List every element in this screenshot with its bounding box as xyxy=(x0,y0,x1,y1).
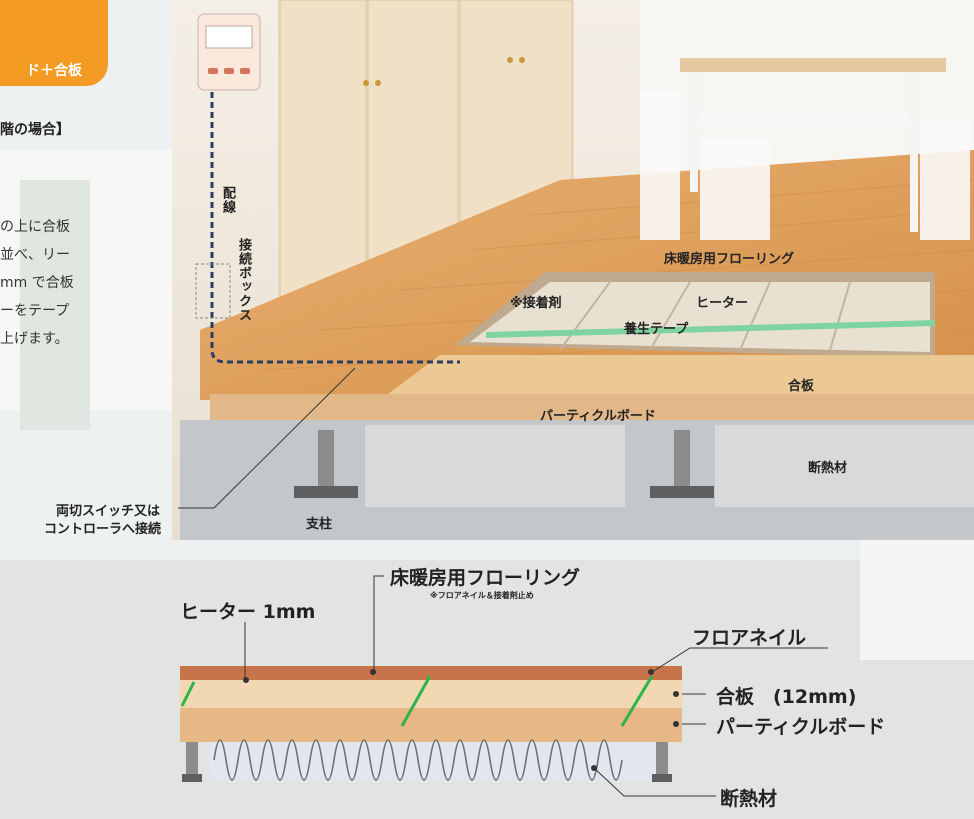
cs-insulation-label: 断熱材 xyxy=(720,788,778,810)
body-line: の上に合板 xyxy=(0,219,70,235)
heater-label: ヒーター xyxy=(696,296,749,311)
cs-plywood-label: 合板 (12mm) xyxy=(716,686,857,708)
junction-box-label: 接続ボックス xyxy=(236,238,251,322)
cross-section xyxy=(180,575,828,797)
cs-floor-nail-label: フロアネイル xyxy=(692,627,807,649)
wiring-label: 配線 xyxy=(220,186,235,214)
body-line: mm で合板 xyxy=(0,275,74,291)
body-line: ーをテープ xyxy=(0,303,70,319)
plywood-label: 合板 xyxy=(788,379,815,394)
flooring-label: 床暖房用フローリング xyxy=(664,252,795,267)
cs-flooring-note: ※フロアネイル＆接着剤止め xyxy=(430,591,534,600)
cs-heater-label: ヒーター 1mm xyxy=(180,601,316,623)
room-panel xyxy=(172,0,974,540)
body-line: 上げます。 xyxy=(0,331,69,347)
curing-tape-label: 養生テープ xyxy=(624,322,689,337)
cs-flooring-label: 床暖房用フローリング xyxy=(390,567,581,589)
switch-connect-line1: 両切スイッチ又は xyxy=(56,504,161,519)
case-heading: 階の場合】 xyxy=(0,122,70,138)
particle-board-label: パーティクルボード xyxy=(540,409,656,424)
section-tag: ド＋合板 xyxy=(0,0,108,86)
post-label: 支柱 xyxy=(306,517,333,532)
section-tag-label: ド＋合板 xyxy=(26,63,82,79)
body-line: 並べ、リー xyxy=(0,247,70,263)
insulation-label: 断熱材 xyxy=(808,461,848,476)
cs-particle-board-label: パーティクルボード xyxy=(716,716,886,738)
adhesive-label: ※接着剤 xyxy=(510,296,562,311)
switch-connect-line2: コントローラへ接続 xyxy=(44,522,162,537)
